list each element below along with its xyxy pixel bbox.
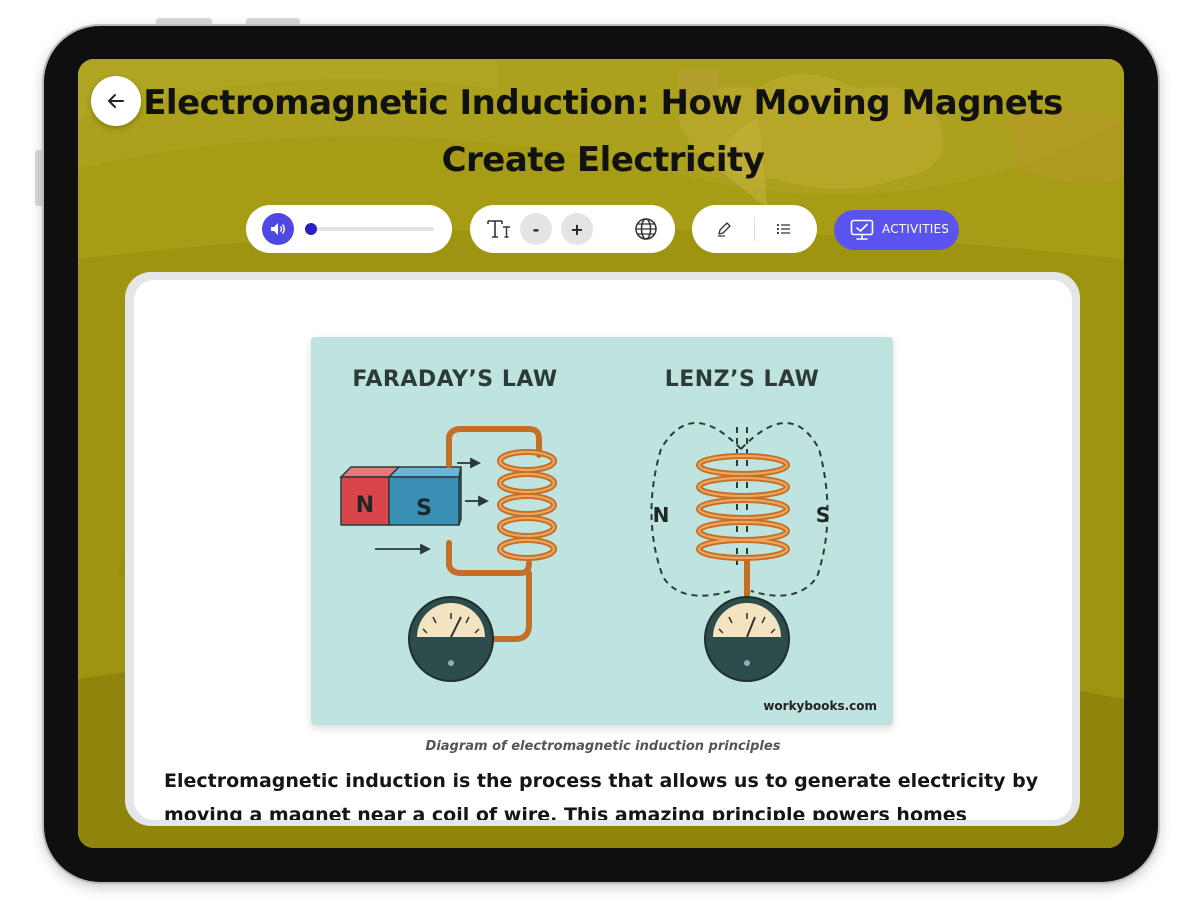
- field-s-label: S: [816, 503, 830, 527]
- activities-label: ACTIVITIES: [882, 222, 950, 236]
- arrow-left-icon: [108, 94, 124, 108]
- faraday-heading: FARADAY’S LAW: [352, 367, 558, 392]
- lenz-coil-highlight: [697, 454, 789, 560]
- induction-diagram: N S N S FARADAY’S LAW LENZ’S LAW workybo…: [311, 337, 893, 725]
- audio-progress-knob[interactable]: [304, 223, 317, 235]
- lenz-field-lines: [650, 422, 829, 597]
- speaker-icon: [271, 223, 285, 235]
- pen-icon: [718, 222, 731, 237]
- lenz-galvanometer: [704, 596, 790, 682]
- field-n-label: N: [653, 503, 670, 527]
- toolbar-divider: [754, 217, 755, 241]
- text-tools: - +: [470, 205, 675, 253]
- magnet-s-label: S: [416, 496, 432, 521]
- figure-watermark: workybooks.com: [763, 699, 877, 713]
- diagram-drawing: N S N S: [339, 422, 830, 682]
- list-icon: [776, 223, 790, 235]
- magnet-n-label: N: [356, 493, 374, 518]
- bar-magnet: [339, 466, 462, 526]
- screen: Electromagnetic Induction: How Moving Ma…: [78, 59, 1124, 848]
- body-paragraph: Electromagnetic induction is the process…: [164, 770, 1039, 820]
- volume-up-hardware-button: [156, 18, 212, 26]
- play-audio-button[interactable]: [262, 213, 294, 245]
- decrease-text-button[interactable]: -: [520, 213, 552, 245]
- globe-icon: [635, 218, 657, 240]
- volume-down-hardware-button: [246, 18, 300, 26]
- power-hardware-button: [35, 150, 43, 206]
- reading-tools: [692, 205, 817, 253]
- text-size-icon: [487, 220, 510, 238]
- language-button[interactable]: [632, 215, 660, 243]
- audio-player: [246, 205, 452, 253]
- back-button[interactable]: [91, 76, 141, 126]
- activities-button[interactable]: ACTIVITIES: [834, 210, 959, 250]
- faraday-galvanometer: [408, 596, 494, 682]
- increase-text-button[interactable]: +: [561, 213, 593, 245]
- outline-button[interactable]: [772, 217, 796, 241]
- page-title: Electromagnetic Induction: How Moving Ma…: [143, 83, 1063, 180]
- content-card: N S N S FARADAY’S LAW LENZ’S LAW workybo…: [134, 280, 1072, 820]
- faraday-coil-highlight: [498, 450, 556, 560]
- lenz-heading: LENZ’S LAW: [664, 367, 820, 392]
- monitor-check-icon: [850, 219, 874, 240]
- annotate-button[interactable]: [712, 217, 736, 241]
- figure-caption: Diagram of electromagnetic induction pri…: [425, 739, 781, 754]
- text-size-button[interactable]: [484, 215, 514, 243]
- audio-progress-slider[interactable]: [304, 223, 434, 235]
- motion-arrows: [375, 457, 490, 555]
